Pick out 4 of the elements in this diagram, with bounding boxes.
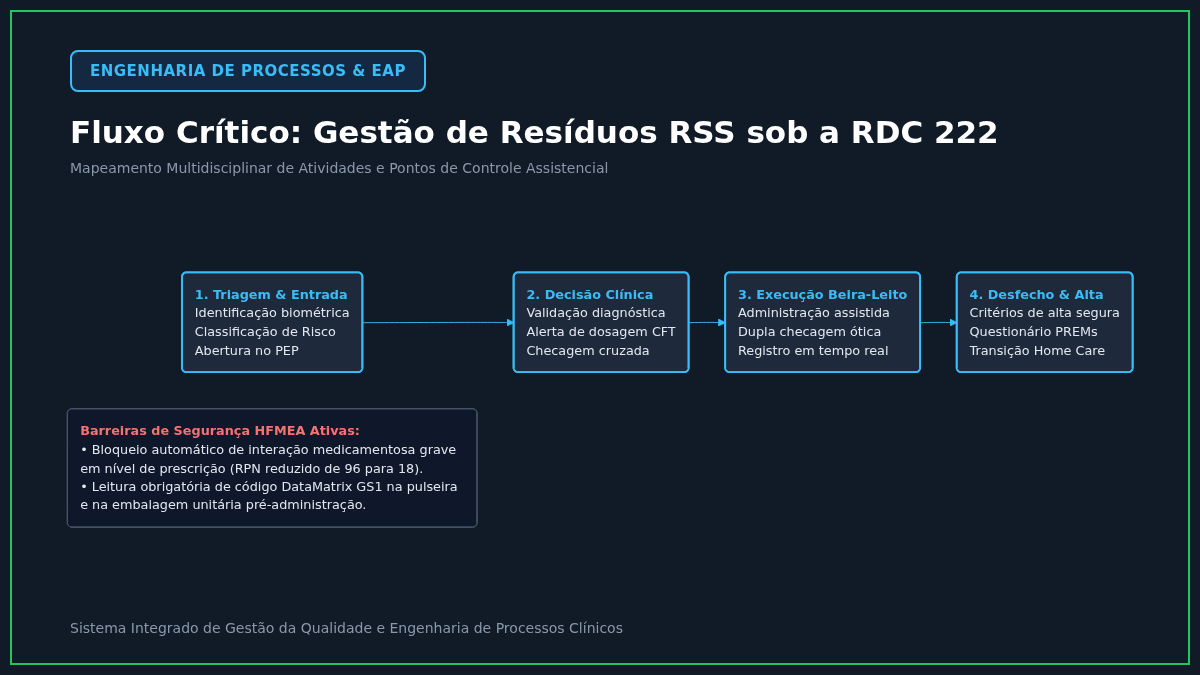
footer-note: Sistema Integrado de Gestão da Qualidade e Engenharia de Processos Clínicos <box>70 620 623 636</box>
subtitle: Mapeamento Multidisciplinar de Atividades e Pontos de Controle Assistencial <box>70 160 609 176</box>
title: Fluxo Crítico: Gestão de Resíduos RSS sob a RDC 222 <box>70 114 999 150</box>
category-tag: ENGENHARIA DE PROCESSOS & EAP <box>70 50 426 92</box>
